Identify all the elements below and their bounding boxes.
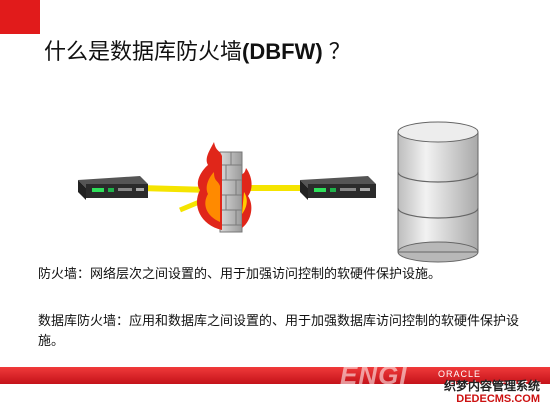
dbfw-definition: 数据库防火墙：应用和数据库之间设置的、用于加强数据库访问控制的软硬件保护设施。: [38, 314, 520, 349]
network-device-icon-right: [300, 176, 376, 200]
footer-bar: [0, 367, 550, 384]
network-device-icon: [78, 176, 148, 200]
database-cylinder-icon: [397, 121, 479, 263]
page-title: 什么是数据库防火墙(DBFW) ？: [44, 36, 351, 68]
title-suffix: ？: [322, 39, 351, 64]
site-watermark-url: DEDECMS.COM: [456, 393, 540, 405]
title-abbr: (DBFW): [242, 39, 323, 64]
firewall-definition: 防火墙：网络层次之间设置的、用于加强访问控制的软硬件保护设施。: [38, 267, 442, 282]
title-chinese: 什么是数据库防火墙: [44, 39, 243, 64]
accent-corner: [0, 0, 40, 34]
footer-watermark: ENGI: [340, 360, 408, 390]
oracle-logo: ORACLE: [438, 369, 482, 379]
firewall-wall-icon: [196, 142, 252, 233]
site-watermark-name: 织梦内容管理系统: [443, 379, 540, 393]
